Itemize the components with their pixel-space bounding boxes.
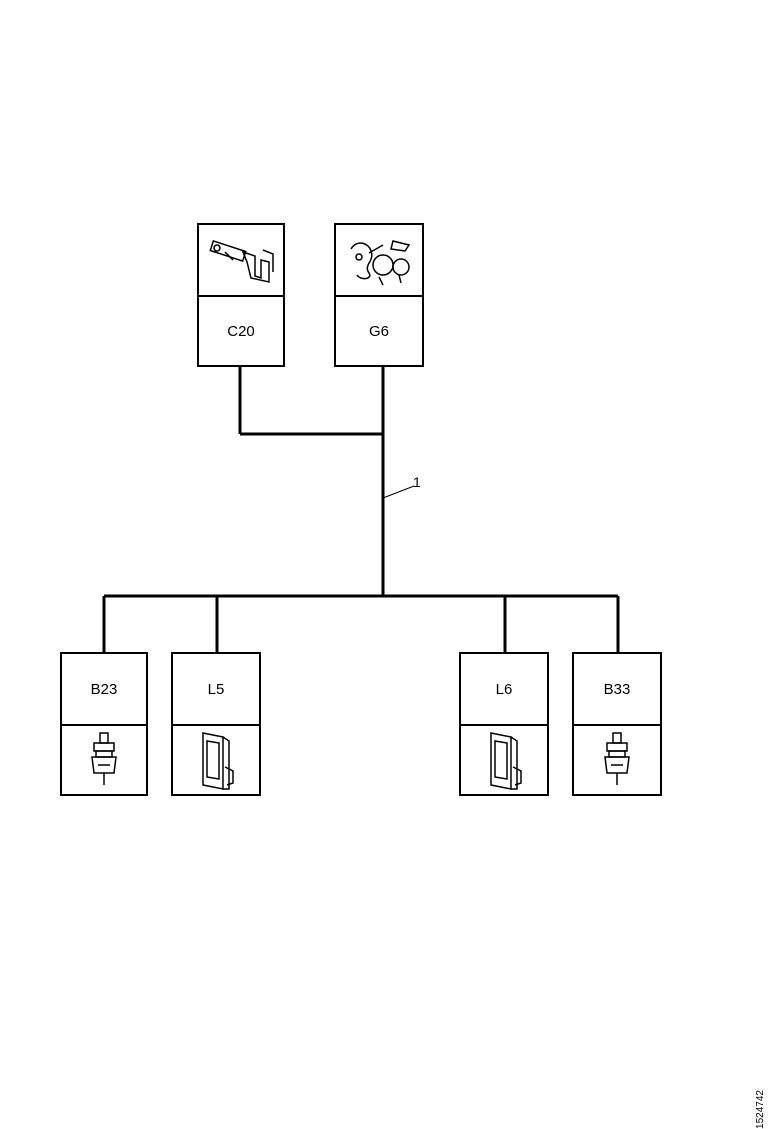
document-id: 1524742 xyxy=(755,1090,766,1129)
component-divider xyxy=(461,724,547,726)
component-divider xyxy=(336,295,422,297)
component-label: C20 xyxy=(227,322,255,340)
component-c20: C20 xyxy=(197,223,285,367)
bracket-component-icon xyxy=(199,225,283,295)
component-label: B33 xyxy=(603,680,631,698)
callout-label: 1 xyxy=(413,474,421,490)
generator-component-icon xyxy=(336,225,422,295)
module-component-icon xyxy=(461,726,547,794)
sensor-component-icon xyxy=(62,726,146,794)
component-label: L5 xyxy=(207,680,225,698)
module-component-icon xyxy=(173,726,259,794)
component-b23: B23 xyxy=(60,652,148,796)
component-label: B23 xyxy=(90,680,118,698)
component-b33: B33 xyxy=(572,652,662,796)
component-label: G6 xyxy=(368,322,389,340)
component-l5: L5 xyxy=(171,652,261,796)
wiring-diagram xyxy=(102,366,620,652)
component-label: L6 xyxy=(495,680,513,698)
callout-leader xyxy=(382,485,415,499)
component-divider xyxy=(574,724,660,726)
component-divider xyxy=(62,724,146,726)
component-g6: G6 xyxy=(334,223,424,367)
sensor-component-icon xyxy=(574,726,660,794)
component-divider xyxy=(199,295,283,297)
component-divider xyxy=(173,724,259,726)
component-l6: L6 xyxy=(459,652,549,796)
